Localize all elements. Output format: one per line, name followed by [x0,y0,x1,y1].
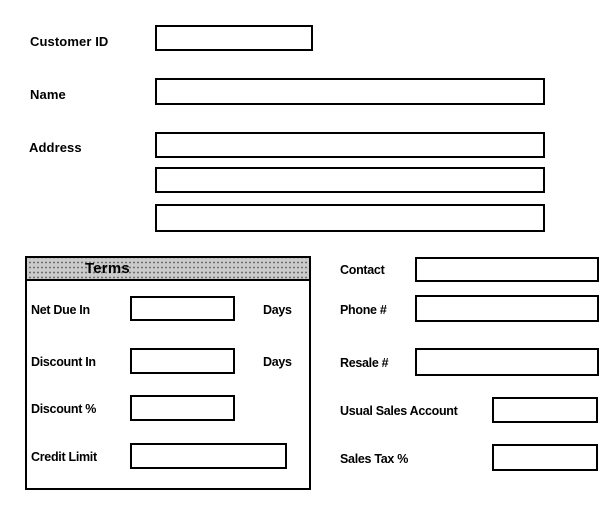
contact-label: Contact [340,263,385,277]
address-line2-input[interactable] [155,167,545,193]
discount-in-input[interactable] [130,348,235,374]
resale-input[interactable] [415,348,599,376]
address-line1-input[interactable] [155,132,545,158]
net-due-in-label: Net Due In [31,303,90,317]
usual-sales-account-label: Usual Sales Account [340,404,458,418]
net-due-in-input[interactable] [130,296,235,321]
net-due-in-days-label: Days [263,303,292,317]
resale-label: Resale # [340,356,389,370]
address-label: Address [29,140,82,155]
credit-limit-input[interactable] [130,443,287,469]
sales-tax-input[interactable] [492,444,598,471]
customer-id-input[interactable] [155,25,313,51]
name-label: Name [30,87,66,102]
terms-groupbox-title: Terms [85,260,130,277]
discount-in-days-label: Days [263,355,292,369]
credit-limit-label: Credit Limit [31,450,97,464]
address-line3-input[interactable] [155,204,545,232]
phone-label: Phone # [340,303,387,317]
phone-input[interactable] [415,295,599,322]
usual-sales-account-input[interactable] [492,397,598,423]
discount-percent-input[interactable] [130,395,235,421]
sales-tax-label: Sales Tax % [340,452,409,466]
name-input[interactable] [155,78,545,105]
terms-groupbox: Terms Net Due In Days Discount In Days D… [25,256,311,490]
discount-percent-label: Discount % [31,402,97,416]
terms-groupbox-header: Terms [27,258,309,281]
discount-in-label: Discount In [31,355,96,369]
customer-id-label: Customer ID [30,34,109,49]
contact-input[interactable] [415,257,599,282]
